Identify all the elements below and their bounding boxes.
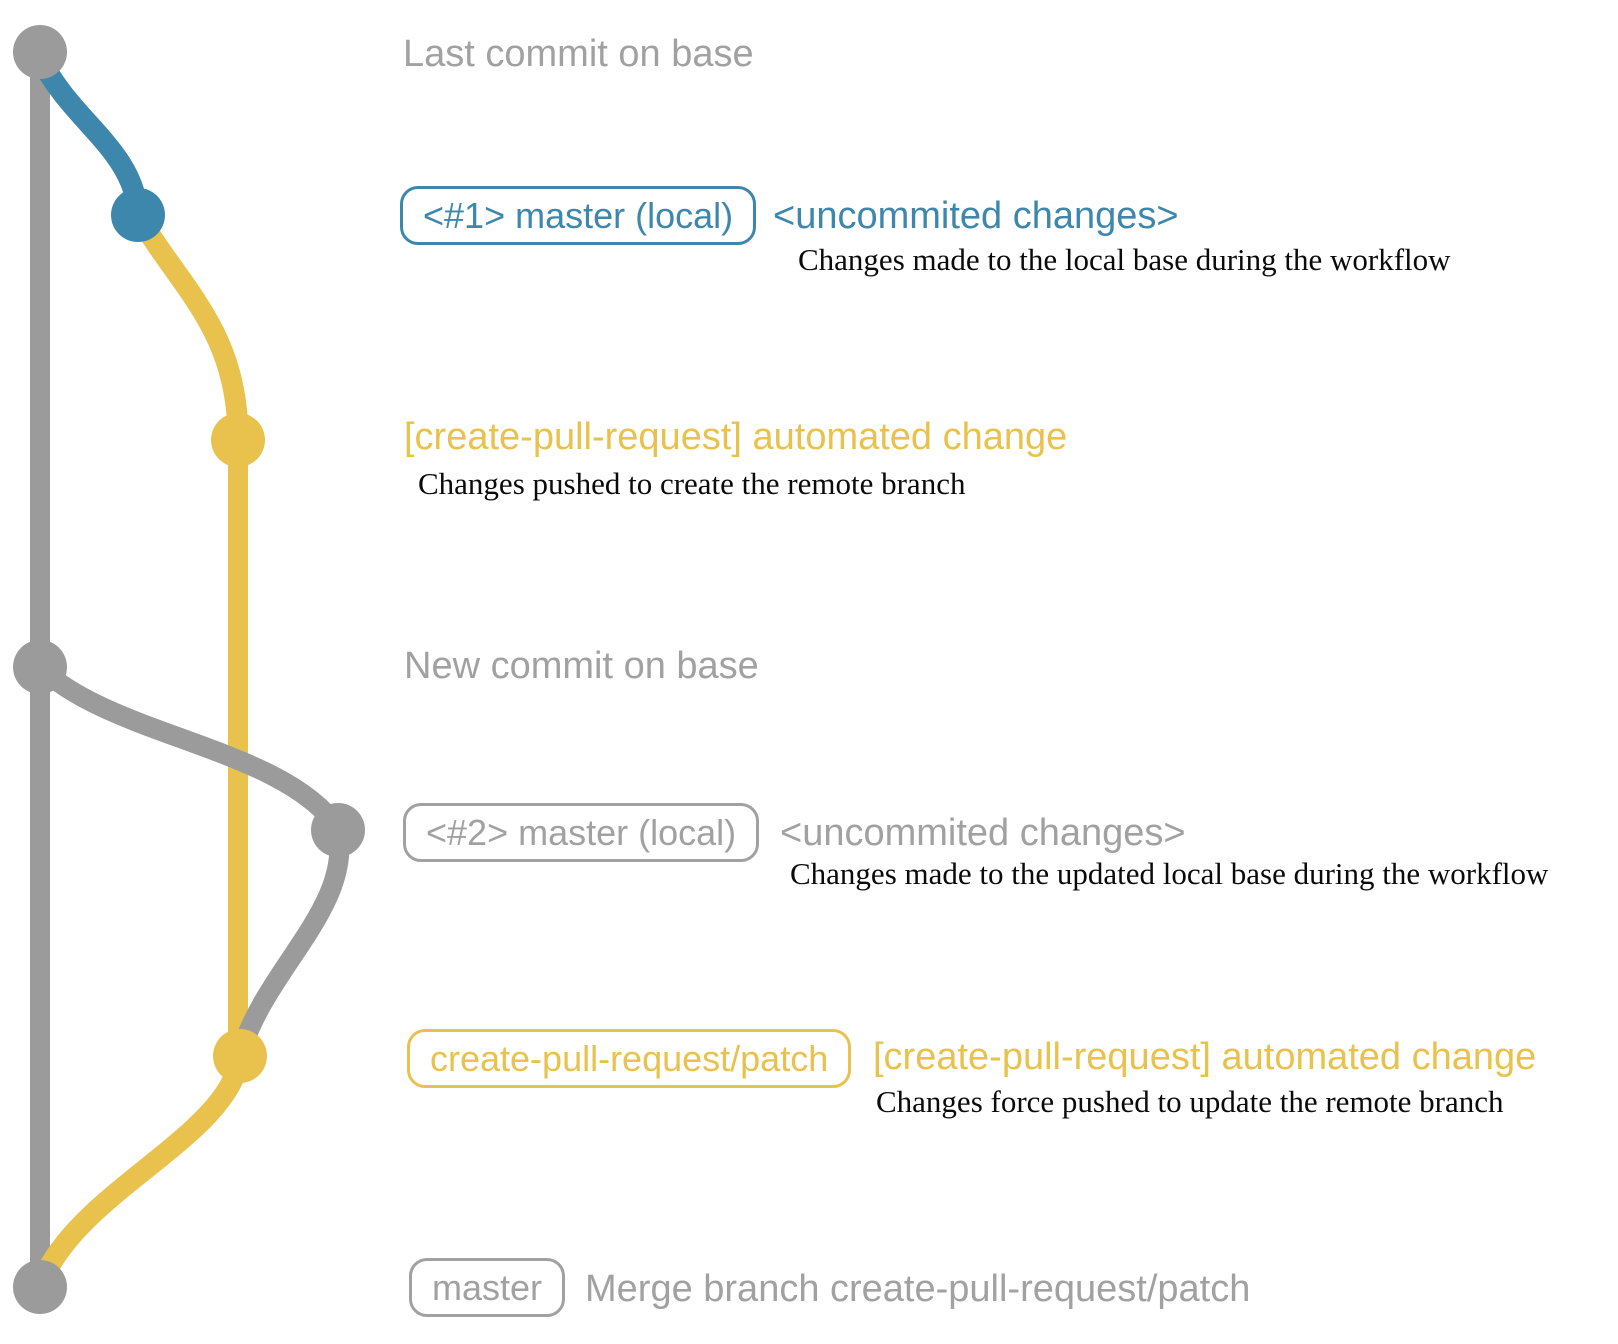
badge-master: master [409, 1258, 566, 1317]
badge-master-local-1-label: <#1> master (local) [423, 194, 734, 236]
badge-master-local-1: <#1> master (local) [400, 186, 757, 245]
desc-local-base-changes-1: Changes made to the local base during th… [798, 242, 1451, 277]
edge-local-master-1-to-patch [127, 204, 249, 449]
edge-base-to-local-master-2 [30, 657, 348, 838]
label-new-commit-on-base: New commit on base [404, 645, 759, 687]
desc-force-push-remote: Changes force pushed to update the remot… [876, 1084, 1504, 1119]
commit-node-new-base [13, 640, 67, 694]
edge-local-master-2-to-patch [231, 820, 350, 1062]
commit-node-merge [13, 1260, 67, 1314]
desc-local-base-changes-2: Changes made to the updated local base d… [790, 856, 1549, 891]
badge-master-label: master [432, 1266, 543, 1308]
commit-node-local-master-1 [111, 188, 165, 242]
commit-node-patch-2 [213, 1029, 267, 1083]
desc-push-create-remote: Changes pushed to create the remote bran… [418, 466, 966, 501]
badge-patch-branch-label: create-pull-request/patch [430, 1037, 829, 1079]
label-merge-message: Merge branch create-pull-request/patch [585, 1268, 1251, 1310]
commit-node-patch-1 [211, 413, 265, 467]
badge-master-local-2-label: <#2> master (local) [426, 811, 737, 853]
badge-master-local-2: <#2> master (local) [403, 803, 760, 862]
label-automated-change-2: [create-pull-request] automated change [873, 1036, 1537, 1078]
note-uncommitted-changes-2: <uncommited changes> [780, 812, 1186, 854]
label-automated-change-1: [create-pull-request] automated change [404, 416, 1068, 458]
edge-base-to-local-master-1 [29, 47, 149, 223]
note-uncommitted-changes-1: <uncommited changes> [773, 195, 1179, 237]
commit-node-local-master-2 [311, 803, 365, 857]
label-last-commit-on-base: Last commit on base [403, 33, 754, 75]
edge-patch-to-merge [30, 1047, 251, 1295]
commit-node-last-base [13, 25, 67, 79]
badge-patch-branch: create-pull-request/patch [407, 1029, 852, 1088]
